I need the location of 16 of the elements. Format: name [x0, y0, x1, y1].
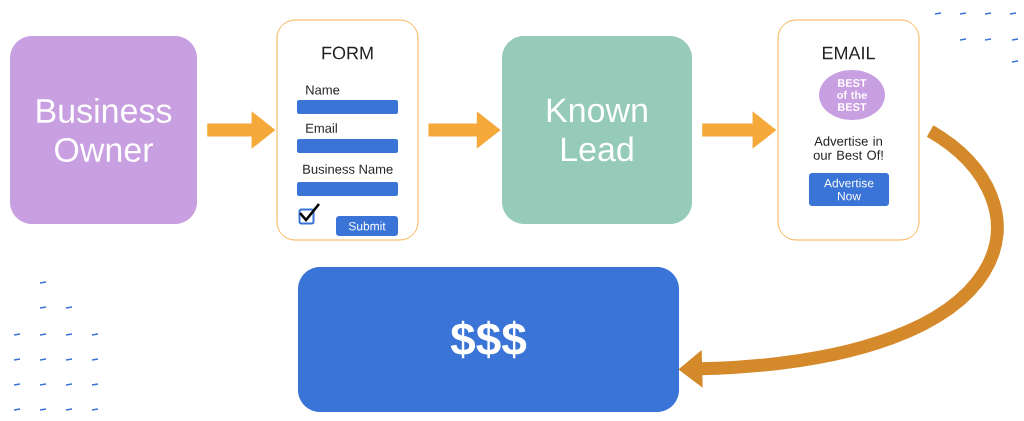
input-field [297, 182, 398, 196]
button: Advertise Now [809, 173, 889, 206]
field-label: Business Name [303, 164, 393, 174]
input-field [297, 139, 398, 153]
process-box: Known Lead [502, 36, 692, 224]
process-box: Business Owner [10, 36, 197, 224]
card-title: FORM [322, 46, 373, 60]
badge: BEST of the BEST [819, 70, 885, 120]
result-box: $$$ [298, 267, 679, 412]
checkbox [298, 203, 321, 225]
button: Submit [336, 216, 398, 236]
field-label: Email [306, 123, 337, 133]
input-field [297, 100, 398, 114]
field-label: Name [306, 85, 340, 95]
card-title: EMAIL [823, 46, 875, 60]
body-text: Advertise in our Best Of! [813, 136, 883, 160]
